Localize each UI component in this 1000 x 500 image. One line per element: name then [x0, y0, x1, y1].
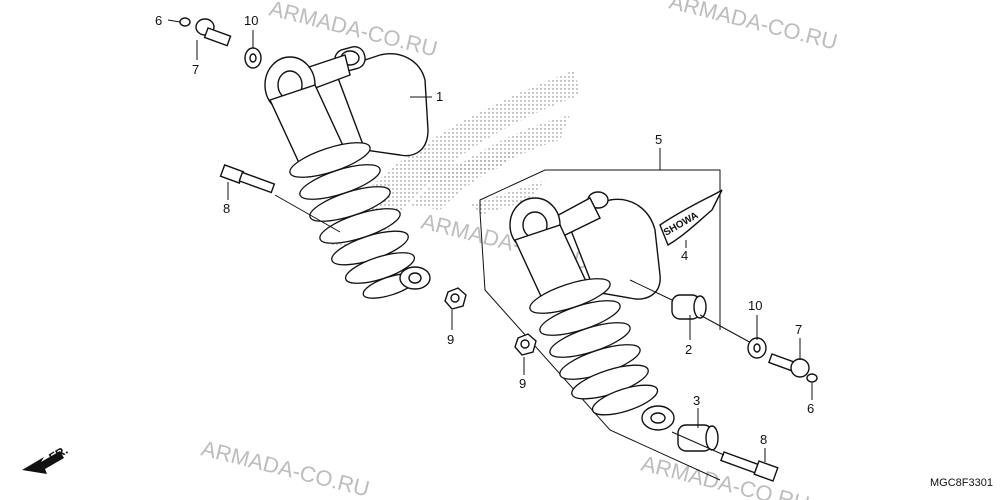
front-direction-indicator: FR.: [22, 443, 70, 474]
drawing-code: MGC8F3301: [930, 477, 993, 489]
assembly-bracket: [479, 148, 721, 481]
decal-4: SHOWA: [659, 189, 723, 247]
nut-6-left: [179, 17, 191, 27]
bolt-7-right: [768, 353, 810, 378]
callout-7-right: 7: [795, 322, 802, 337]
callout-5: 5: [655, 132, 662, 147]
watermark-top-right: ARMADA-CO.RU: [667, 0, 840, 55]
callout-1: 1: [436, 89, 443, 104]
bolt-7-left: [195, 18, 232, 47]
nut-9-left: [444, 287, 467, 310]
callout-9-left: 9: [447, 332, 454, 347]
front-arrow-icon: [22, 451, 64, 474]
left-shock-absorber: [264, 46, 431, 299]
right-shock-absorber: [509, 191, 675, 431]
washer-10-left: [244, 47, 262, 69]
right-hardware: [514, 279, 818, 482]
callout-8-right: 8: [760, 432, 767, 447]
callout-10-right: 10: [748, 298, 762, 313]
watermark-bottom-left: ARMADA-CO.RU: [199, 436, 372, 500]
wing-logo-icon: [330, 70, 580, 245]
callout-4: 4: [681, 248, 688, 263]
left-hardware: [179, 17, 467, 310]
bushing-2: [671, 294, 707, 320]
nut-9-right: [514, 333, 537, 356]
callout-2: 2: [685, 342, 692, 357]
bolt-8-left: [219, 164, 341, 233]
callout-6-right: 6: [807, 401, 814, 416]
bolt-8-right: [671, 431, 779, 482]
washer-10-right: [747, 337, 767, 359]
callout-10-left: 10: [244, 13, 258, 28]
leader-lines: [167, 19, 813, 462]
nut-6-right: [806, 373, 818, 383]
callouts: 6 7 10 1 8 9 5 4 10 7 2 9 3 6 8: [155, 13, 814, 447]
callout-3: 3: [693, 393, 700, 408]
callout-9-right: 9: [519, 376, 526, 391]
callout-6-left: 6: [155, 13, 162, 28]
callout-8-left: 8: [223, 201, 230, 216]
bushing-3: [677, 424, 719, 452]
callout-7-left: 7: [192, 62, 199, 77]
